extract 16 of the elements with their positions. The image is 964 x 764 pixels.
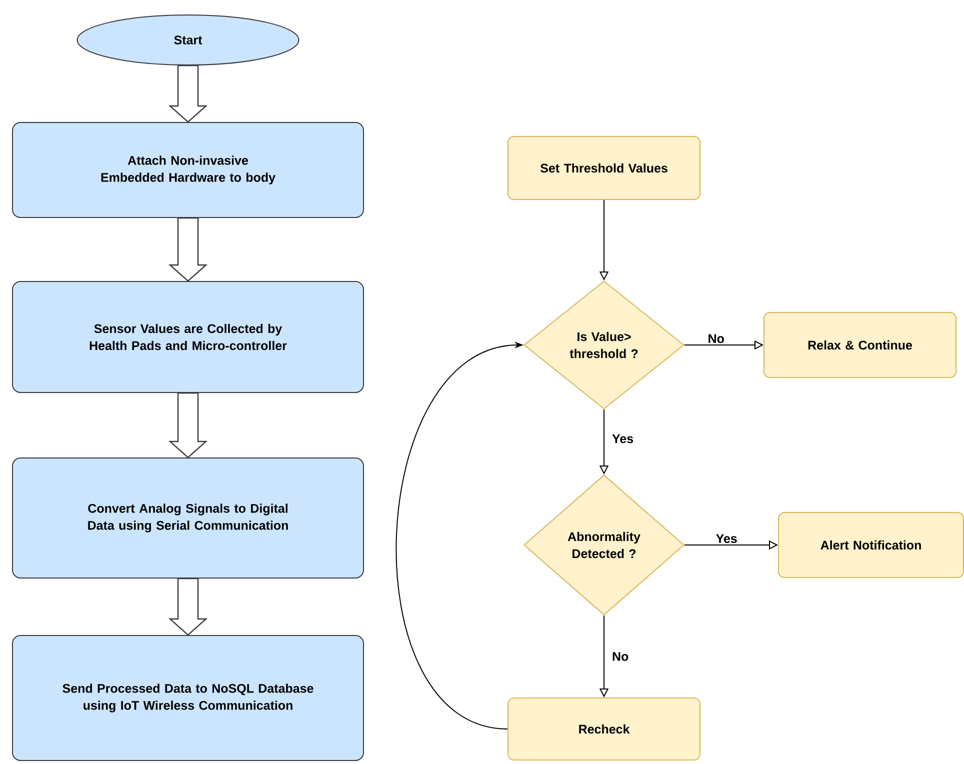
process-box: Attach Non-invasive Embedded Hardware to body [12, 122, 364, 218]
edge-label: Yes [716, 534, 737, 543]
process-box: Alert Notification [778, 512, 964, 578]
process-box: Recheck [508, 698, 700, 760]
block-arrow [168, 64, 208, 123]
edge-label: No [708, 334, 724, 343]
process-box: Send Processed Data to NoSQL Database using IoT Wireless Communication [12, 635, 364, 761]
block-arrow [168, 392, 208, 458]
process-box: Convert Analog Signals to Digital Data using Serial Communication [12, 458, 364, 578]
process-box: Set Threshold Values [508, 136, 700, 200]
block-arrow [168, 578, 208, 636]
process-box: Relax & Continue [764, 312, 956, 378]
edge-label: Yes [612, 434, 634, 444]
edge-label: No [612, 652, 628, 661]
block-arrow [168, 217, 208, 282]
process-box: Sensor Values are Collected by Health Pads and Micro-controller [12, 281, 364, 393]
